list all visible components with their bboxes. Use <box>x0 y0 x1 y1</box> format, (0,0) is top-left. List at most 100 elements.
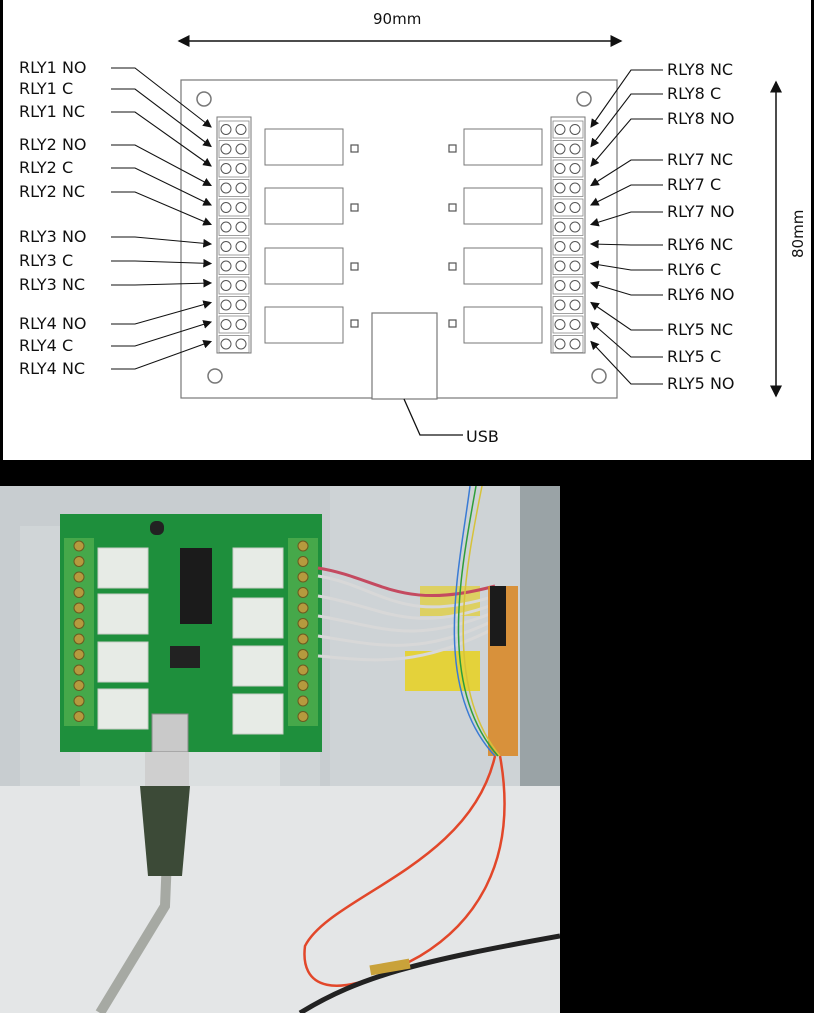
leader-line <box>589 260 663 271</box>
terminal-screw <box>235 143 247 155</box>
mounting-hole <box>591 368 607 384</box>
leader-line <box>111 278 213 288</box>
photo-terminal-screw <box>297 680 309 691</box>
relay-2 <box>264 187 344 225</box>
terminal-screw <box>235 299 247 311</box>
leader-line <box>589 239 663 249</box>
leader-line <box>111 88 212 148</box>
terminal-screw <box>554 143 566 155</box>
terminal-screw <box>220 280 232 291</box>
usb-label: USB <box>466 427 499 446</box>
photo-usb-plug <box>140 786 190 876</box>
terminal-screw <box>235 182 247 194</box>
leader-line <box>111 320 213 347</box>
photo-terminal-screw <box>297 571 309 583</box>
width-dimension-label: 90mm <box>373 10 421 28</box>
photo-terminal-screw <box>297 695 309 707</box>
photo-terminal-screw <box>73 664 85 676</box>
terminal-screw <box>235 163 247 174</box>
led-indicators <box>350 144 457 328</box>
leader-line <box>111 300 213 325</box>
leader-line <box>590 159 663 187</box>
terminal-screw <box>235 280 247 291</box>
leader-line <box>590 340 663 385</box>
pin-label: RLY4 NO <box>19 314 87 333</box>
terminal-screw <box>235 202 247 213</box>
photo-capacitor <box>150 521 164 535</box>
relay-6 <box>463 247 543 285</box>
pin-label: RLY4 NC <box>19 359 85 378</box>
pin-label: RLY3 NO <box>19 227 87 246</box>
photo-terminal-screw <box>73 540 85 552</box>
pin-label: RLY3 NC <box>19 275 85 294</box>
photo-terminal-screw <box>73 556 85 567</box>
terminal-screw <box>554 202 566 213</box>
terminal-screw <box>220 319 232 330</box>
leader-lines <box>111 67 663 385</box>
terminal-screw <box>220 241 232 252</box>
left-pin-labels: RLY1 NO RLY1 C RLY1 NC RLY2 NO RLY2 C RL… <box>19 58 87 378</box>
height-dimension-label: 80mm <box>789 210 807 258</box>
terminal-screw <box>235 260 247 272</box>
mounting-hole <box>576 91 592 107</box>
terminal-screw <box>569 124 581 135</box>
terminal-screw <box>235 241 247 252</box>
terminal-screw <box>569 163 581 174</box>
leader-line <box>589 211 663 227</box>
pin-label: RLY2 NO <box>19 135 87 154</box>
terminal-screw <box>554 163 566 174</box>
pin-label: RLY7 NO <box>667 202 735 221</box>
photo-terminal-screw <box>73 587 85 598</box>
photo-terminal-screw <box>297 649 309 660</box>
terminal-screw <box>569 221 581 233</box>
leader-line <box>111 236 213 248</box>
photo-left-terminal <box>64 538 94 726</box>
photo-right-terminal <box>288 538 318 726</box>
pin-label: RLY5 NC <box>667 320 733 339</box>
photo-terminal-screw <box>73 602 85 614</box>
terminal-screw <box>220 163 232 174</box>
pin-label: RLY7 NC <box>667 150 733 169</box>
terminal-screw <box>554 280 566 291</box>
photo-terminal-screw <box>73 571 85 583</box>
terminal-screw <box>220 202 232 213</box>
leader-line <box>589 280 663 296</box>
leader-line <box>111 258 213 268</box>
photo-terminal-screw <box>297 633 309 645</box>
terminal-screw <box>554 260 566 272</box>
photo-terminal-screw <box>73 680 85 691</box>
leader-line <box>111 167 212 206</box>
photo-terminal-screw <box>73 618 85 629</box>
photo-terminal-screw <box>73 711 85 722</box>
photo-terminal-screw <box>297 556 309 567</box>
terminal-screw <box>220 143 232 155</box>
terminal-screw <box>235 319 247 330</box>
photo-ribbon-cable <box>317 574 496 662</box>
leader-line <box>111 191 213 226</box>
pin-label: RLY7 C <box>667 175 721 194</box>
terminal-screw <box>554 124 566 135</box>
pin-label: RLY1 NO <box>19 58 87 77</box>
board-photo-illustration <box>0 486 560 1013</box>
photo-ic-chip <box>180 548 212 624</box>
pin-label: RLY6 NC <box>667 235 733 254</box>
terminal-screw <box>554 319 566 330</box>
right-terminal-block <box>550 116 586 354</box>
terminal-screw <box>220 338 232 350</box>
terminal-screw <box>235 221 247 233</box>
terminal-screw <box>569 143 581 155</box>
leader-line <box>590 118 663 167</box>
right-pin-labels: RLY8 NC RLY8 C RLY8 NO RLY7 NC RLY7 C RL… <box>667 60 735 393</box>
photo-terminal-screw <box>297 587 309 598</box>
terminal-screw <box>554 299 566 311</box>
terminal-screw <box>554 221 566 233</box>
photo-terminal-screw <box>73 633 85 645</box>
terminal-screw <box>220 260 232 272</box>
mounting-hole <box>207 368 223 384</box>
leader-line <box>111 67 212 128</box>
photo-terminal-screw <box>297 664 309 676</box>
terminal-screw <box>569 241 581 252</box>
pin-label: RLY1 NC <box>19 102 85 121</box>
usb-socket <box>371 312 438 400</box>
photo-terminal-screw <box>297 618 309 629</box>
